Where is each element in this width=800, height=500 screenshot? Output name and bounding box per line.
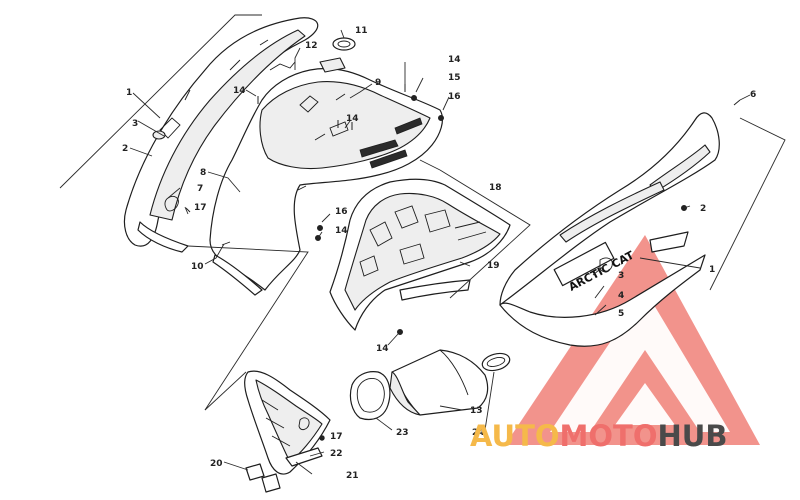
callout-20: 20 (210, 459, 223, 469)
callout-16-mid: 16 (335, 207, 348, 217)
callout-2-left: 2 (122, 144, 128, 154)
watermark-moto: MOTO (560, 419, 658, 453)
callout-11: 11 (355, 26, 368, 36)
callout-4: 4 (618, 291, 624, 301)
callout-14-top-right: 14 (448, 55, 461, 65)
callout-17-bottom: 17 (330, 432, 343, 442)
callout-6: 6 (750, 90, 756, 100)
lower-front-bracket (244, 370, 331, 493)
callout-1-right: 1 (709, 265, 715, 275)
callout-14-upper-left: 14 (233, 86, 246, 96)
callout-3-left: 3 (132, 119, 138, 129)
callout-21: 21 (346, 471, 359, 481)
callout-24: 24 (472, 428, 485, 438)
callout-16-top: 16 (448, 92, 461, 102)
callout-2-right: 2 (700, 204, 706, 214)
callout-10: 10 (191, 262, 204, 272)
callout-7: 7 (197, 184, 203, 194)
watermark-auto: AUTO (470, 419, 560, 453)
callout-8: 8 (200, 168, 206, 178)
callout-15: 15 (448, 73, 461, 83)
left-side-panel (123, 17, 319, 253)
svg-text:AUTOMOTOHUB: AUTOMOTOHUB (470, 419, 727, 453)
storage-tray (329, 178, 511, 335)
callout-22: 22 (330, 449, 343, 459)
callout-14-lower-mid: 14 (335, 226, 348, 236)
callout-14-bottom: 14 (376, 344, 389, 354)
callout-12: 12 (305, 41, 318, 51)
callout-1-left: 1 (126, 88, 132, 98)
callout-labels: 1 3 2 8 7 17 10 14 12 11 9 14 15 16 14 1… (122, 26, 756, 481)
callout-14-mid: 14 (346, 114, 359, 124)
callout-17-left: 17 (194, 203, 207, 213)
callout-9: 9 (375, 78, 381, 88)
leader-lines (59, 14, 786, 475)
hood-nose-assembly (209, 37, 444, 296)
callout-23: 23 (396, 428, 409, 438)
callout-3-right: 3 (618, 271, 624, 281)
callout-19: 19 (487, 261, 500, 271)
callout-18: 18 (489, 183, 502, 193)
watermark-wordmark: AUTOMOTOHUB (470, 419, 727, 453)
callout-5: 5 (618, 309, 624, 319)
watermark-triangle-logo (505, 235, 760, 445)
callout-13: 13 (470, 406, 483, 416)
watermark-hub: HUB (658, 419, 728, 453)
air-intake-duct (349, 349, 511, 421)
